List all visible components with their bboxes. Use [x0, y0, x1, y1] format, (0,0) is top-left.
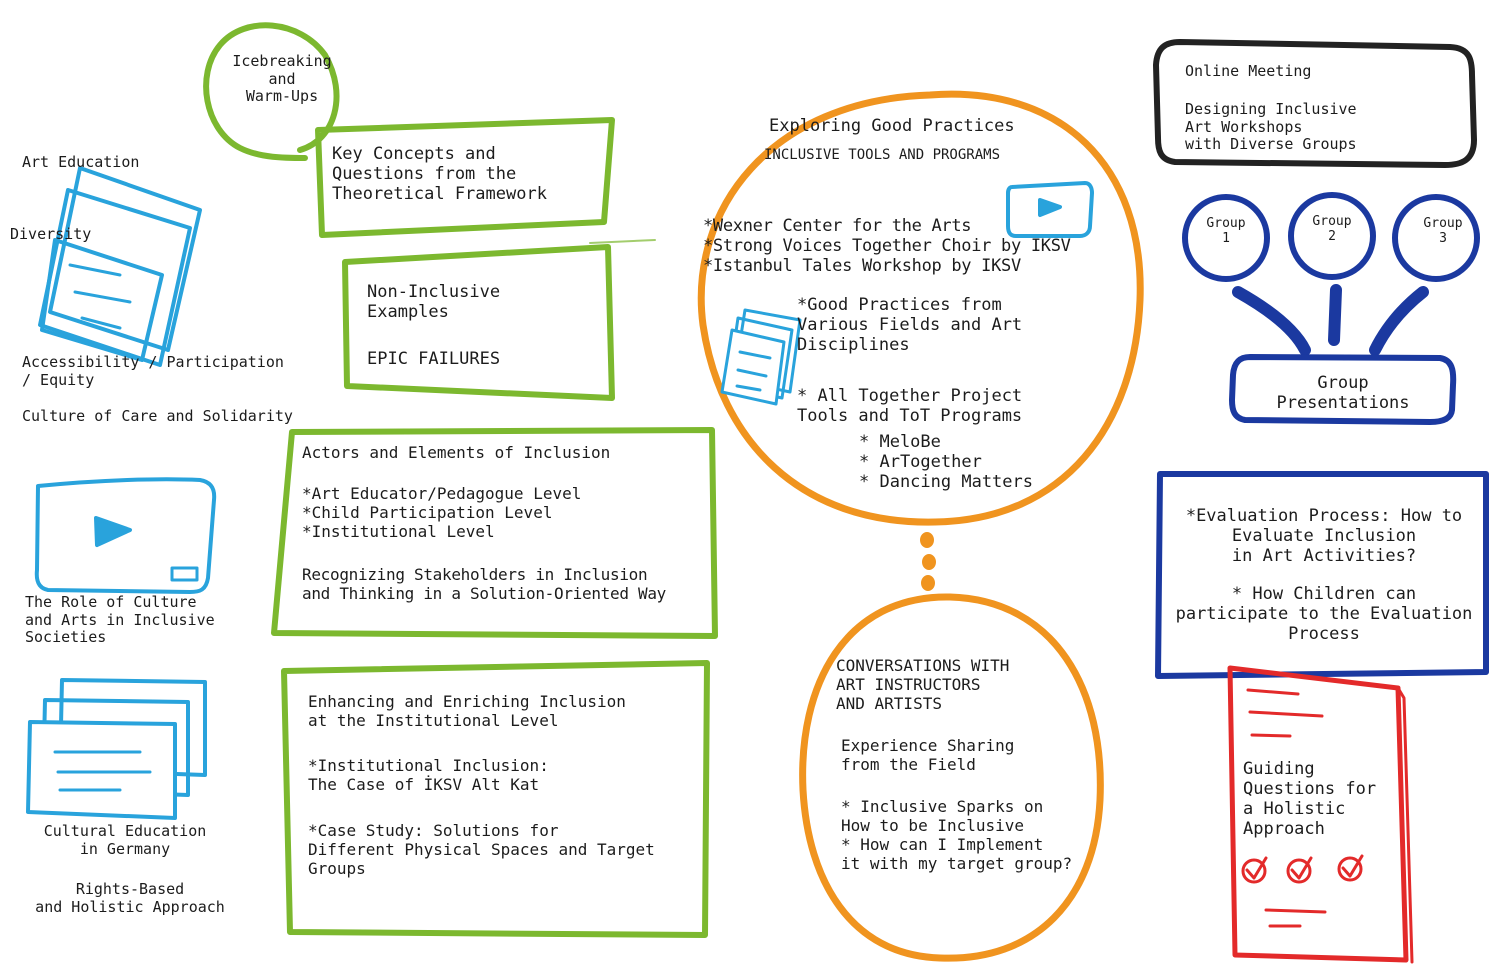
guiding-text: Guiding Questions for a Holistic Approac… — [1243, 759, 1377, 840]
connector-dots — [920, 532, 936, 591]
non-inclusive-box — [342, 244, 615, 401]
accessibility-label: Accessibility / Participation / Equity — [22, 353, 284, 389]
group1-stroke — [1232, 286, 1311, 356]
checkbox-icons — [1241, 854, 1364, 884]
group2-label: Group 2 — [1312, 214, 1352, 245]
art-education-label: Art Education — [22, 153, 140, 171]
group3-stroke — [1369, 286, 1429, 356]
conversations-circle — [799, 593, 1104, 962]
projects-list: * MeloBe * ArTogether * Dancing Matters — [859, 432, 1033, 493]
actors-box — [271, 427, 718, 639]
actors-levels: *Art Educator/Pedagogue Level *Child Par… — [302, 484, 582, 541]
enhancing-box — [281, 660, 710, 938]
document-icon-small — [720, 308, 802, 406]
children-text: * How Children can participate to the Ev… — [1175, 584, 1473, 645]
key-concepts-text: Key Concepts and Questions from the Theo… — [332, 144, 547, 205]
icebreaking-text: Icebreaking and Warm-Ups — [232, 52, 332, 106]
epic-failures-text: EPIC FAILURES — [367, 349, 501, 369]
online-meeting-box — [1153, 39, 1477, 168]
evaluation-text: *Evaluation Process: How to Evaluate Inc… — [1185, 506, 1463, 567]
culture-of-care-label: Culture of Care and Solidarity — [22, 407, 293, 425]
actors-recognizing: Recognizing Stakeholders in Inclusion an… — [302, 565, 666, 603]
group3-label: Group 3 — [1423, 216, 1463, 247]
case-study: *Case Study: Solutions for Different Phy… — [308, 821, 655, 878]
icebreaking-circle — [203, 22, 340, 161]
evaluation-box — [1155, 471, 1489, 679]
key-concepts-box — [315, 117, 615, 238]
rights-based-label: Rights-Based and Holistic Approach — [35, 880, 225, 916]
exploring-title: Exploring Good Practices — [769, 116, 1015, 136]
card-stack-icon — [26, 678, 207, 820]
group1-label: Group 1 — [1206, 216, 1246, 247]
group3-circle — [1392, 194, 1480, 282]
sparks-text: * Inclusive Sparks on How to be Inclusiv… — [841, 797, 1073, 873]
guiding-document — [1227, 665, 1409, 963]
role-of-culture-label: The Role of Culture and Arts in Inclusiv… — [25, 593, 215, 647]
video-icon — [34, 477, 217, 594]
online-meeting-title: Online Meeting — [1185, 62, 1312, 80]
all-together-text: * All Together Project Tools and ToT Pro… — [797, 386, 1023, 427]
actors-title: Actors and Elements of Inclusion — [302, 443, 611, 462]
institutional-case: *Institutional Inclusion: The Case of İK… — [308, 756, 549, 794]
key-concepts-tail — [589, 239, 656, 244]
practices-list: *Wexner Center for the Arts *Strong Voic… — [703, 216, 1071, 277]
group-presentations-box — [1229, 354, 1457, 425]
group2-stroke — [1328, 284, 1342, 346]
experience-text: Experience Sharing from the Field — [841, 736, 1015, 774]
document-stack-icon — [38, 166, 202, 367]
group-presentations-text: Group Presentations — [1276, 373, 1410, 414]
cultural-education-label: Cultural Education in Germany — [43, 822, 207, 858]
good-practices-circle — [697, 90, 1144, 526]
group1-circle — [1182, 194, 1270, 282]
conversations-title: CONVERSATIONS WITH ART INSTRUCTORS AND A… — [836, 656, 1010, 713]
non-inclusive-text: Non-Inclusive Examples — [367, 282, 501, 323]
group2-circle — [1288, 192, 1376, 280]
exploring-subtitle: INCLUSIVE TOOLS AND PROGRAMS — [764, 147, 1001, 163]
good-practices-text: *Good Practices from Various Fields and … — [797, 295, 1023, 356]
online-meeting-subtitle: Designing Inclusive Art Workshops with D… — [1185, 100, 1357, 154]
diversity-label: Diversity — [10, 225, 92, 243]
enhancing-title: Enhancing and Enriching Inclusion at the… — [308, 692, 626, 730]
video-icon-small — [1006, 181, 1094, 238]
